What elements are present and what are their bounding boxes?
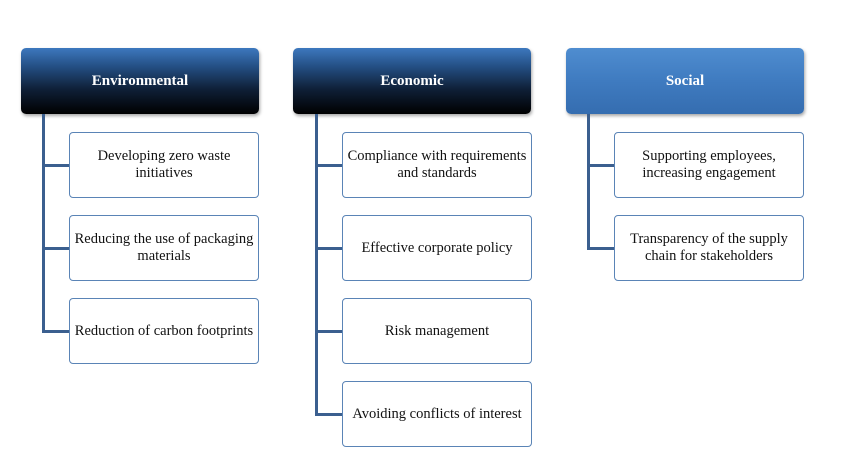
header-social-label: Social	[665, 72, 705, 89]
item-box: Developing zero waste initiatives	[69, 132, 259, 198]
connector-branch	[42, 164, 69, 167]
item-label: Risk management	[384, 322, 490, 339]
item-box: Avoiding conflicts of interest	[342, 381, 532, 447]
connector-branch	[315, 330, 342, 333]
item-box: Supporting employees, increasing engagem…	[614, 132, 804, 198]
connector-trunk-environmental	[42, 114, 45, 333]
connector-branch	[42, 330, 69, 333]
connector-trunk-economic	[315, 114, 318, 416]
header-economic-label: Economic	[380, 72, 444, 89]
connector-branch	[315, 164, 342, 167]
connector-trunk-social	[587, 114, 590, 250]
item-box: Reduction of carbon footprints	[69, 298, 259, 364]
header-environmental-label: Environmental	[91, 72, 189, 89]
item-label: Supporting employees, increasing engagem…	[642, 148, 776, 181]
item-box: Risk management	[342, 298, 532, 364]
item-label: Developing zero waste initiatives	[97, 148, 231, 181]
connector-branch	[315, 247, 342, 250]
item-label: Effective corporate policy	[361, 239, 513, 256]
item-label: Reducing the use of packaging materials	[74, 231, 254, 264]
header-environmental: Environmental	[21, 48, 259, 114]
item-box: Transparency of the supply chain for sta…	[614, 215, 804, 281]
item-label: Reduction of carbon footprints	[74, 322, 254, 339]
item-box: Compliance with requirements and standar…	[342, 132, 532, 198]
item-label: Transparency of the supply chain for sta…	[630, 231, 788, 264]
connector-branch	[587, 164, 614, 167]
item-label: Avoiding conflicts of interest	[352, 405, 522, 422]
connector-branch	[42, 247, 69, 250]
connector-branch	[315, 413, 342, 416]
header-economic: Economic	[293, 48, 531, 114]
item-box: Reducing the use of packaging materials	[69, 215, 259, 281]
header-social: Social	[566, 48, 804, 114]
item-box: Effective corporate policy	[342, 215, 532, 281]
connector-branch	[587, 247, 614, 250]
item-label: Compliance with requirements and standar…	[347, 148, 527, 181]
